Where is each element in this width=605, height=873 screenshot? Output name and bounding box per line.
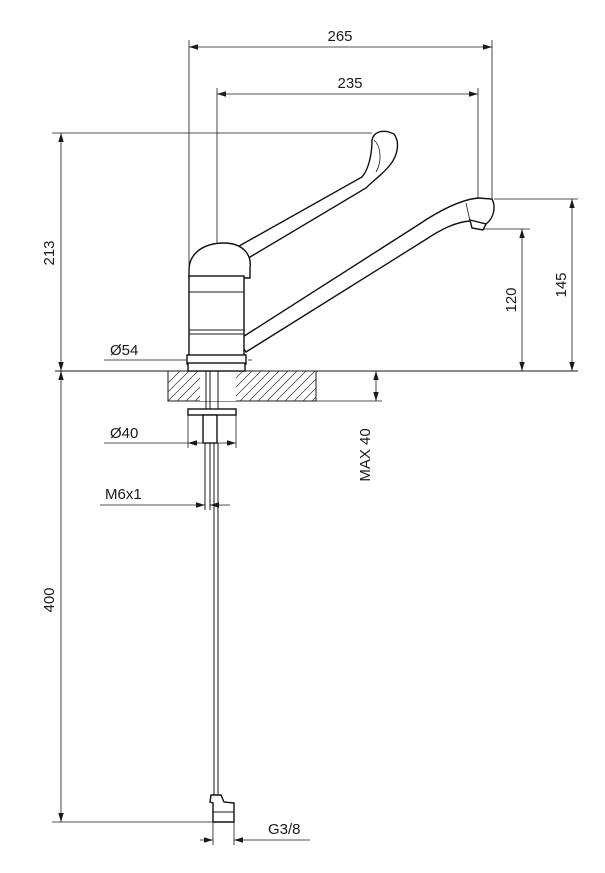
hatch-line <box>339 371 369 401</box>
label-d54: Ø54 <box>110 342 138 359</box>
label-145: 145 <box>553 272 570 297</box>
dimension-120: 120 <box>484 228 530 371</box>
spout-aerator <box>469 219 488 231</box>
hatch-line <box>302 387 316 401</box>
dimension-d40: Ø40 <box>104 415 237 448</box>
label-265: 265 <box>327 28 352 45</box>
label-235: 235 <box>337 75 362 92</box>
hatch-line <box>275 371 307 401</box>
hatch-line <box>168 371 181 384</box>
deck-section <box>167 370 369 402</box>
spout <box>237 197 495 353</box>
dimension-235: 235 <box>216 75 479 243</box>
hatch-line <box>293 378 316 401</box>
cartridge-cap <box>188 242 251 279</box>
hatch-line <box>266 371 298 401</box>
fixing-assembly <box>187 371 237 823</box>
label-max40: MAX 40 <box>357 428 374 481</box>
label-m6x1: M6x1 <box>105 486 142 503</box>
dimension-265: 265 <box>188 28 493 276</box>
hatch-line <box>168 371 190 393</box>
label-400: 400 <box>41 587 58 612</box>
hatch-line <box>239 371 271 401</box>
hatch-line <box>321 371 351 401</box>
dimension-g38: G3/8 <box>200 821 310 845</box>
hatch-line <box>168 371 199 401</box>
faucet-body <box>188 275 245 357</box>
lever-handle <box>231 130 399 264</box>
dimension-213: 213 <box>41 132 372 371</box>
faucet <box>186 130 495 372</box>
countertop <box>55 370 578 402</box>
label-d40: Ø40 <box>110 425 138 442</box>
dimension-d54: Ø54 <box>104 342 252 361</box>
hatch-line <box>257 371 289 401</box>
dimension-m6x1: M6x1 <box>100 486 230 508</box>
hatch-line <box>284 371 316 401</box>
label-120: 120 <box>503 287 520 312</box>
hatch-line <box>248 371 280 401</box>
dimension-max40: MAX 40 <box>316 371 382 482</box>
label-213: 213 <box>41 240 58 265</box>
dimension-145: 145 <box>494 198 578 371</box>
label-g38: G3/8 <box>268 821 301 838</box>
hose-fitting <box>209 794 235 823</box>
hatch-line <box>330 371 360 401</box>
deck-hatching <box>168 371 369 401</box>
dimension-400: 400 <box>41 371 213 823</box>
